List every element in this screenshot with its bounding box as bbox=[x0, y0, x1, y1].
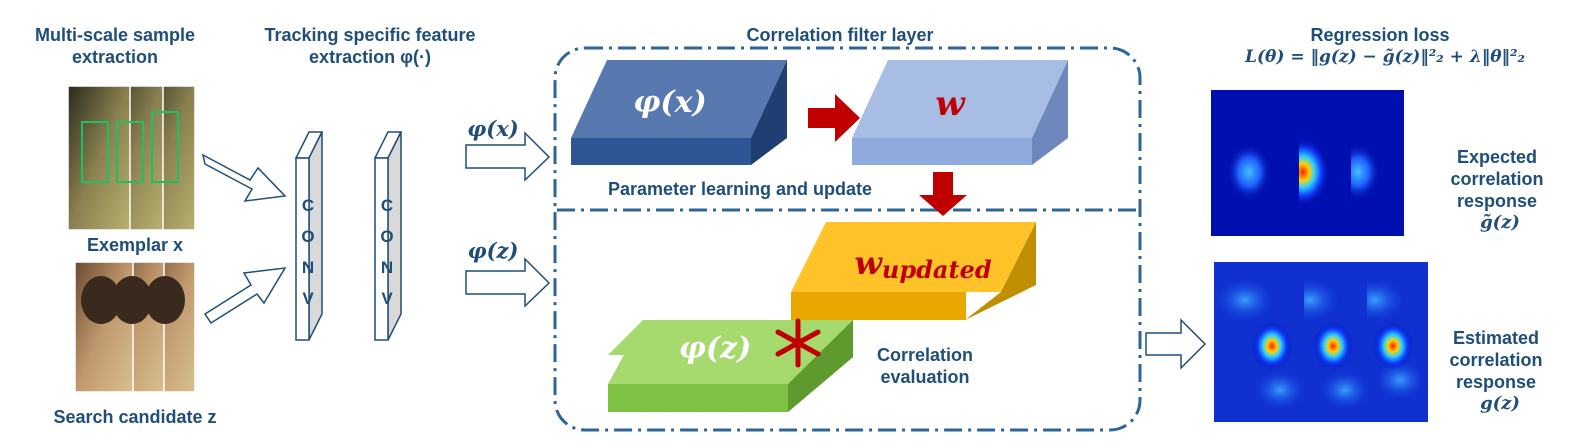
conv1-letter-o: O bbox=[301, 227, 315, 246]
conv2-letter-v: V bbox=[381, 289, 393, 308]
learning-label: Parameter learning and update bbox=[607, 179, 873, 199]
conv-layer-1-label: C O N V bbox=[298, 190, 318, 314]
arrow-to-output bbox=[1145, 318, 1207, 370]
convolution-operator-icon bbox=[775, 318, 821, 368]
loss-formula: L(θ) = ‖g(z) − g̃(z)‖²₂ + λ‖θ‖²₂ bbox=[1245, 47, 1525, 67]
search-image-stack bbox=[74, 261, 196, 393]
block-w-updated bbox=[791, 222, 1036, 320]
w-updated-block-label: wupdated bbox=[838, 245, 1008, 288]
block-phi-x bbox=[571, 60, 787, 165]
arrow-phi-z bbox=[465, 257, 551, 308]
exemplar-label: Exemplar x bbox=[86, 235, 184, 255]
expected-response-symbol: g̃(z) bbox=[1480, 212, 1520, 233]
expected-response-maps bbox=[1211, 90, 1404, 236]
arrow-exemplar-to-conv bbox=[201, 153, 287, 202]
conv-layer-2 bbox=[373, 131, 403, 341]
correlation-layer-title: Correlation filter layer bbox=[746, 25, 934, 45]
evaluation-label: Correlation evaluation bbox=[876, 345, 973, 387]
conv2-letter-n: N bbox=[380, 258, 394, 277]
block-w bbox=[852, 60, 1068, 165]
w-updated-text: w bbox=[854, 244, 882, 282]
correlation-layer-box bbox=[553, 46, 1142, 432]
conv-layer-2-label: C O N V bbox=[377, 190, 397, 314]
phi-z-block-label: φ(z) bbox=[678, 331, 752, 366]
loss-title: Regression loss bbox=[1310, 25, 1450, 45]
phi-z-arrow-label: φ(z) bbox=[467, 238, 519, 263]
estimated-response-maps bbox=[1214, 262, 1428, 422]
conv1-letter-c: C bbox=[301, 196, 315, 215]
conv1-letter-n: N bbox=[301, 258, 315, 277]
arrow-search-to-conv bbox=[203, 267, 287, 325]
w-updated-subscript: updated bbox=[881, 255, 992, 284]
expected-response-label: Expected correlation response bbox=[1450, 147, 1544, 211]
red-arrow-down bbox=[919, 172, 967, 216]
feature-heading-line1: Tracking specific feature bbox=[264, 25, 476, 45]
sample-extraction-heading: Multi-scale sample extraction bbox=[34, 25, 196, 67]
w-block-label: w bbox=[935, 84, 965, 124]
conv1-letter-v: V bbox=[302, 289, 314, 308]
conv2-letter-o: O bbox=[380, 227, 394, 246]
feature-heading-line2: extraction φ(·) bbox=[309, 47, 431, 67]
arrow-phi-x bbox=[465, 131, 551, 182]
conv2-letter-c: C bbox=[380, 196, 394, 215]
red-arrow-right bbox=[808, 94, 860, 142]
conv-layer-1 bbox=[294, 131, 324, 341]
estimated-response-symbol: g(z) bbox=[1480, 393, 1520, 414]
feature-extraction-heading: Tracking specific feature extraction φ(·… bbox=[240, 24, 500, 68]
search-candidate-label: Search candidate z bbox=[53, 407, 217, 427]
phi-x-block-label: φ(x) bbox=[633, 85, 707, 120]
exemplar-image-stack bbox=[67, 85, 196, 231]
phi-x-arrow-label: φ(x) bbox=[467, 116, 519, 141]
estimated-response-label: Estimated correlation response bbox=[1449, 328, 1543, 392]
block-phi-z bbox=[608, 320, 853, 412]
